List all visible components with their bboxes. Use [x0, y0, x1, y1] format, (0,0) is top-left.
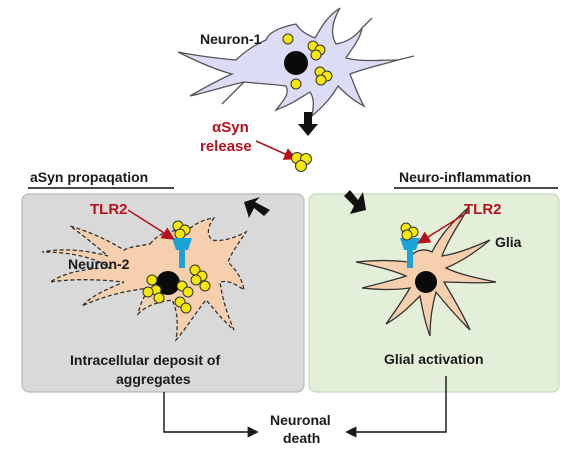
left-tlr2-pointer	[127, 209, 175, 240]
released-aggregate	[291, 152, 312, 172]
neuron-1	[177, 7, 415, 118]
right-tlr2-pointer	[417, 211, 469, 244]
release-label-line1: αSyn	[212, 119, 249, 136]
release-down-arrow	[298, 112, 318, 136]
neuron-1-label: Neuron-1	[200, 31, 262, 47]
left-heading: aSyn propaqation	[30, 169, 148, 185]
right-to-death-connector	[345, 376, 447, 438]
neuron-2	[41, 217, 248, 343]
neuron-2-body	[41, 217, 248, 343]
glia-bound-aggregate	[400, 222, 419, 241]
arrow-to-left-panel	[244, 197, 270, 218]
neuron-1-aggregates	[282, 33, 333, 90]
glia	[355, 207, 497, 337]
left-tlr2-label: TLR2	[90, 201, 128, 218]
right-caption: Glial activation	[384, 351, 484, 367]
glia-label: Glia	[495, 234, 522, 250]
neuron-2-nucleus	[156, 271, 180, 295]
neuron-2-label: Neuron-2	[68, 256, 130, 272]
release-label-line2: release	[200, 138, 252, 155]
glia-nucleus	[415, 271, 437, 293]
neuron-1-nucleus	[284, 51, 308, 75]
arrow-to-right-panel	[344, 190, 366, 214]
right-heading: Neuro-inflammation	[399, 169, 531, 185]
release-pointer	[255, 140, 297, 160]
left-caption-line1: Intracellular deposit of	[70, 352, 220, 368]
neuron-2-aggregates	[142, 220, 211, 314]
outcome-line2: death	[283, 430, 320, 446]
left-caption-line2: aggregates	[116, 371, 191, 387]
right-tlr2-label: TLR2	[464, 201, 502, 218]
outcome-line1: Neuronal	[270, 412, 331, 428]
left-to-death-connector	[163, 392, 259, 438]
glia-tlr2-receptor	[400, 238, 420, 268]
neuron-2-tlr2-receptor	[172, 238, 192, 268]
